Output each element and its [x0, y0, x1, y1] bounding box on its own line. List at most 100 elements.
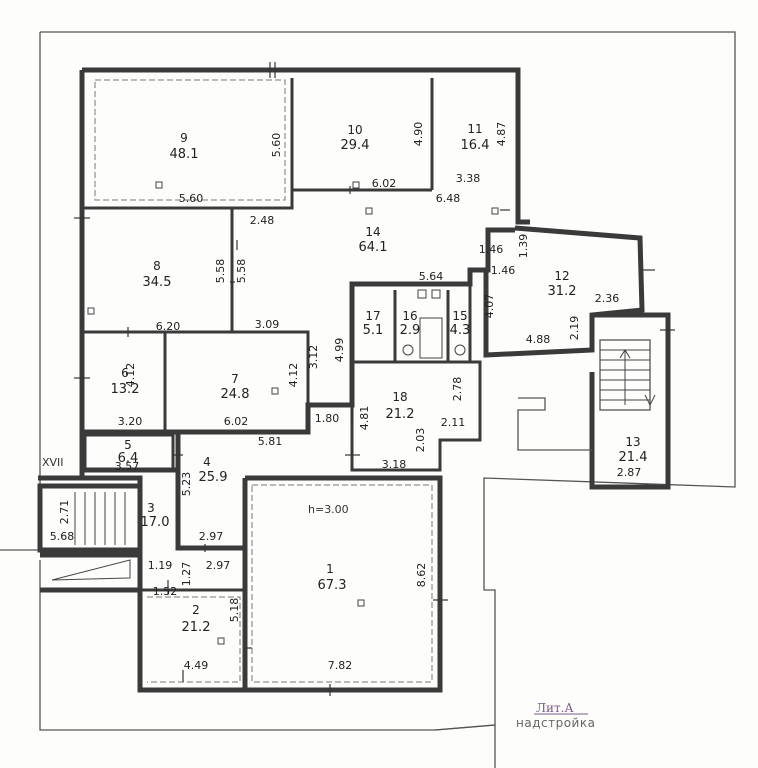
dim-sanitary-height: 4.99 [333, 338, 346, 363]
lit-sublabel: надстройка [516, 716, 595, 730]
dim-room5-width: 3.57 [115, 460, 140, 473]
dim-room12-bottom: 4.88 [526, 333, 551, 346]
ceiling-height-label: h=3.00 [308, 503, 349, 516]
dim-room2-width: 4.49 [184, 659, 209, 672]
room-9-area: 48.1 [170, 147, 199, 162]
room-16-area: 2.9 [400, 323, 421, 338]
dim-room7-width: 6.02 [224, 415, 249, 428]
dim-corridor-mid: 3.09 [255, 318, 280, 331]
dim-corridor-top: 6.48 [436, 192, 461, 205]
dim-room6-width: 3.20 [118, 415, 143, 428]
room-13-number: 13 [625, 435, 640, 449]
sanitary-fixtures [402, 289, 466, 359]
room-17-number: 17 [365, 309, 380, 323]
room-14-area: 64.1 [359, 240, 388, 255]
site-outline [39, 31, 736, 731]
dim-room3-width: 5.68 [50, 530, 75, 543]
room-12-number: 12 [554, 269, 569, 283]
dim-room9-width: 5.60 [179, 192, 204, 205]
room-3-number: 3 [147, 501, 155, 515]
room-11-number: 11 [467, 122, 482, 136]
dim-room2-height: 5.18 [228, 598, 241, 623]
dim-room4-height: 5.23 [180, 472, 193, 497]
room-13-area: 21.4 [619, 450, 648, 465]
stair-3-landing [51, 559, 131, 581]
ledge-outline [517, 397, 592, 451]
room-15-number: 15 [452, 309, 467, 323]
room-8-area: 34.5 [143, 275, 172, 290]
dim-room12-right: 2.36 [595, 292, 620, 305]
room-2-outline [147, 596, 241, 683]
room-2-area: 21.2 [182, 620, 211, 635]
dim-room4-bottom-b: 2.97 [206, 559, 231, 572]
dim-room11-height: 4.87 [495, 122, 508, 147]
dim-room8-height-b: 5.58 [235, 259, 248, 284]
stair-3-treads [74, 492, 126, 545]
axis-marker: XVII [42, 456, 64, 469]
dim-room12-recess: 1.39 [517, 234, 530, 259]
dim-room11-width: 3.38 [456, 172, 481, 185]
dim-corridor-niche: 3.12 [307, 345, 320, 370]
room-17-area: 5.1 [363, 323, 384, 338]
room-9-number: 9 [180, 131, 188, 145]
room-6-7-walls [163, 330, 310, 432]
dim-room8-height-a: 5.58 [214, 259, 227, 284]
opening-ticks [74, 62, 675, 696]
room-18-number: 18 [392, 390, 407, 404]
room-16-number: 16 [402, 309, 417, 323]
dim-room10-width: 6.02 [372, 177, 397, 190]
dim-room6-height: 4.12 [124, 363, 137, 388]
room-5-area: 6.4 [118, 451, 139, 466]
room-4-area: 25.9 [199, 470, 228, 485]
room-7-number: 7 [231, 372, 239, 386]
dim-lobby-a: 1.19 [148, 559, 173, 572]
dim-room18-notch: 2.11 [441, 416, 466, 429]
room-3-area: 17.0 [141, 515, 170, 530]
dim-room4-top: 5.81 [258, 435, 283, 448]
dim-room18-notch-height: 2.03 [414, 428, 427, 453]
dim-room10-height: 4.90 [412, 122, 425, 147]
room-6-number: 6 [121, 366, 129, 380]
room-7-area: 24.8 [221, 387, 250, 402]
lit-label: Лит.А [536, 701, 574, 715]
dim-room8-width: 6.20 [156, 320, 181, 333]
dim-room7-height: 4.12 [287, 363, 300, 388]
room-3-walls [37, 483, 143, 593]
dim-room1-height: 8.62 [415, 563, 428, 588]
dim-passage-width: 1.80 [315, 412, 340, 425]
room-2-number: 2 [192, 603, 200, 617]
room-10-area: 29.4 [341, 138, 370, 153]
room-10-number: 10 [347, 123, 362, 137]
room-1-area: 67.3 [318, 578, 347, 593]
room-5-number: 5 [124, 438, 132, 452]
dim-room3-height: 2.71 [58, 500, 71, 525]
dim-room12-left: 4.07 [483, 294, 496, 319]
room-12-area: 31.2 [548, 284, 577, 299]
room-14-number: 14 [365, 225, 380, 239]
room-8-number: 8 [153, 259, 161, 273]
dim-room2-door: 1.52 [153, 585, 178, 598]
dim-room9-height: 5.60 [270, 133, 283, 158]
dim-room12-step: 2.19 [568, 316, 581, 341]
stair-13-flights [599, 339, 651, 411]
room-1-number: 1 [326, 562, 334, 576]
dim-room18-right: 2.78 [451, 377, 464, 402]
room-18-walls [350, 360, 482, 472]
room-markers [87, 181, 499, 645]
room-4-number: 4 [203, 455, 211, 469]
room-5-walls [83, 433, 175, 472]
dim-sanitary-width: 5.64 [419, 270, 444, 283]
dim-room12-door-b: 1.46 [491, 264, 516, 277]
room-1-outline [251, 484, 433, 683]
room-15-area: 4.3 [450, 323, 471, 338]
stair-13-treads [600, 349, 650, 401]
dim-room18-left: 4.81 [358, 406, 371, 431]
room-6-area: 13.2 [111, 382, 140, 397]
dim-room18-bottom: 3.18 [382, 458, 407, 471]
dim-room12-door-a: 1.46 [479, 243, 504, 256]
room-18-area: 21.2 [386, 407, 415, 422]
dim-room1-width: 7.82 [328, 659, 353, 672]
room-13-walls [589, 312, 671, 490]
room-9-outline [94, 79, 286, 201]
